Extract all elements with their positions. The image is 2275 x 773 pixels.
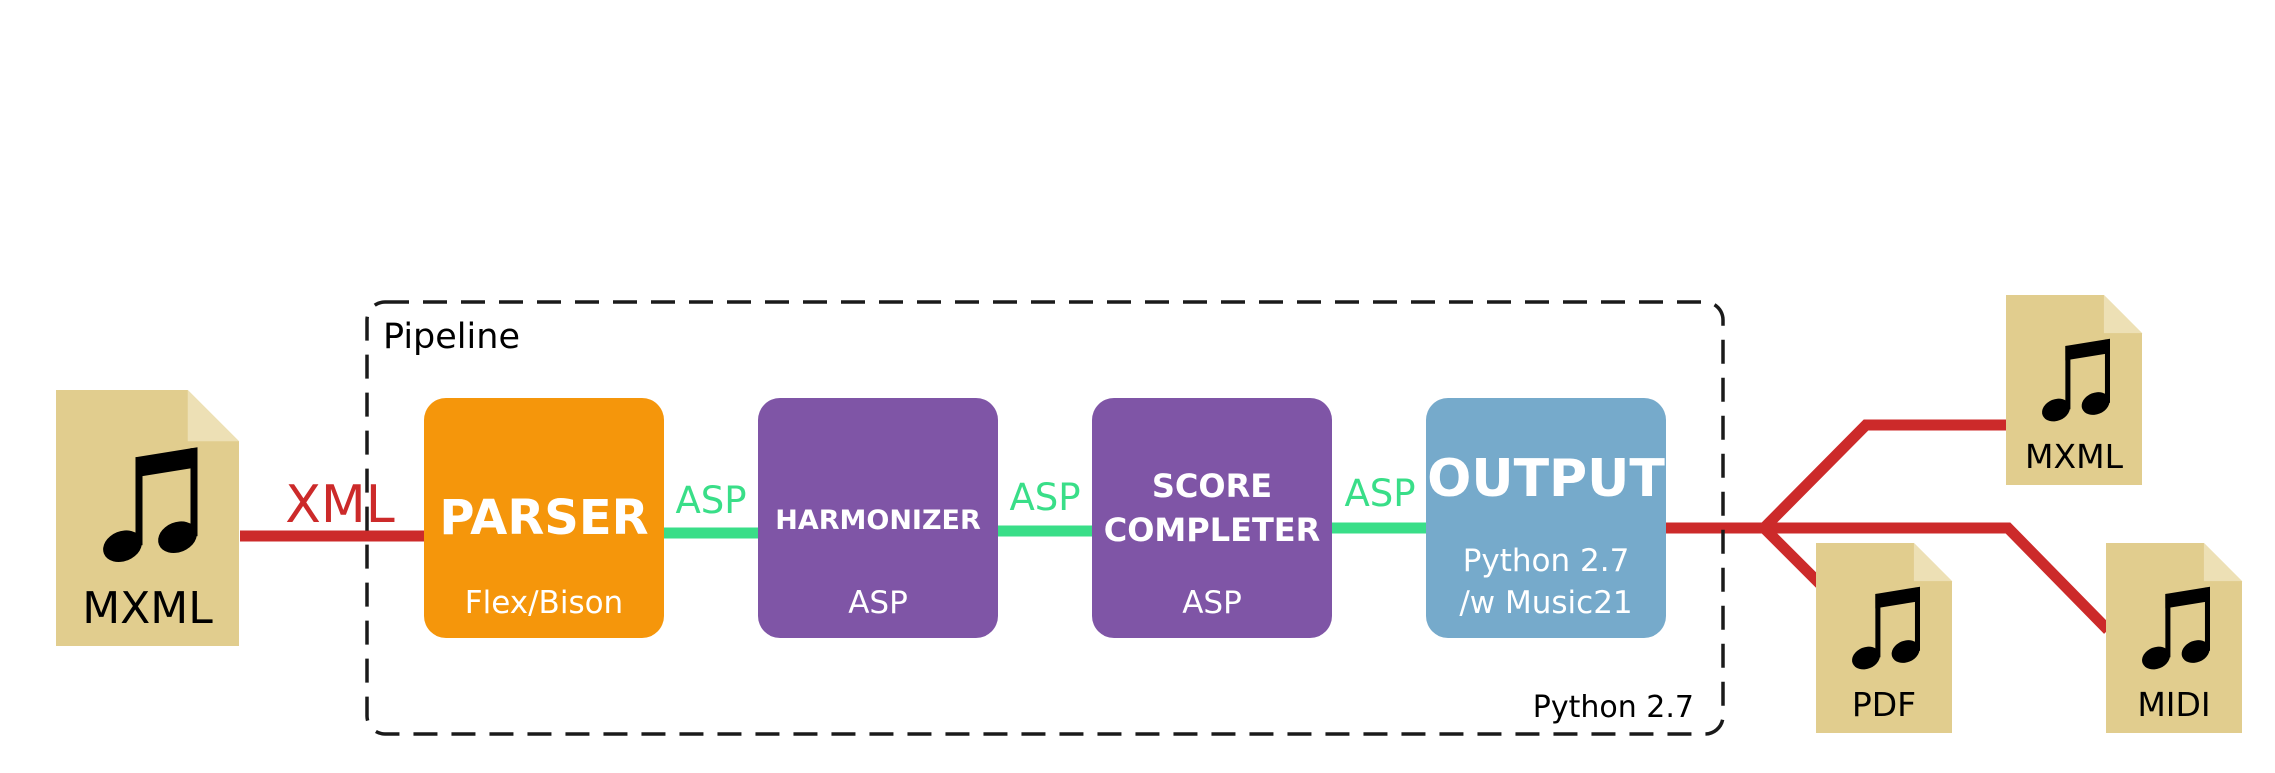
harmonizer-box [758,398,998,638]
pipeline-footer: Python 2.7 [1533,690,1694,725]
output-branch-midi [1764,522,2112,634]
output-branch-pdf [1760,524,1826,590]
pipeline-label: Pipeline [383,317,520,357]
harmonizer-title: HARMONIZER [775,505,981,536]
output-title: OUTPUT [1427,449,1665,509]
score-completer-title-line-2: COMPLETER [1104,511,1321,549]
output-mxml-document: MXML [2006,295,2142,485]
parser-title: PARSER [439,490,648,546]
stage-parser: PARSER Flex/Bison [424,398,664,638]
connectors [240,419,2112,634]
stage-score-completer: SCORE COMPLETER ASP [1092,398,1332,638]
asp-link-1-label: ASP [675,479,746,522]
double-eighth-note-icon [2042,338,2110,422]
parser-subtitle: Flex/Bison [465,585,623,621]
page-fold-icon [2203,543,2242,582]
output-mxml-document-label: MXML [2025,437,2124,476]
score-completer-box [1092,398,1332,638]
stage-harmonizer: HARMONIZER ASP [758,398,998,638]
score-completer-title-line-1: SCORE [1152,467,1272,505]
page-fold-icon [2103,295,2142,334]
parser-box [424,398,664,638]
asp-link-2-label: ASP [1009,476,1080,519]
output-midi-document: MIDI [2106,543,2242,733]
double-eighth-note-icon [2142,586,2210,670]
double-eighth-note-icon [1852,586,1920,670]
output-subtitle-line-1: Python 2.7 [1463,543,1630,579]
page-fold-icon [187,390,239,442]
score-completer-subtitle: ASP [1182,585,1242,621]
xml-edge-label: XML [285,475,394,535]
asp-link-3-label: ASP [1344,472,1415,515]
pipeline-border [365,300,1725,736]
stage-output: OUTPUT Python 2.7 /w Music21 [1426,398,1666,638]
input-mxml-document: MXML [56,390,239,646]
page-fold-icon [1913,543,1952,582]
output-box [1426,398,1666,638]
double-eighth-note-icon [103,447,198,562]
output-midi-document-label: MIDI [2137,685,2210,724]
output-pdf-document-label: PDF [1852,685,1916,724]
document-icons: MXML MXML PDF MIDI [56,295,2242,733]
output-pdf-document: PDF [1816,543,1952,733]
harmonizer-subtitle: ASP [848,585,908,621]
output-branch-mxml [1760,419,2010,532]
output-subtitle-line-2: /w Music21 [1459,585,1632,621]
input-mxml-document-label: MXML [82,583,213,634]
